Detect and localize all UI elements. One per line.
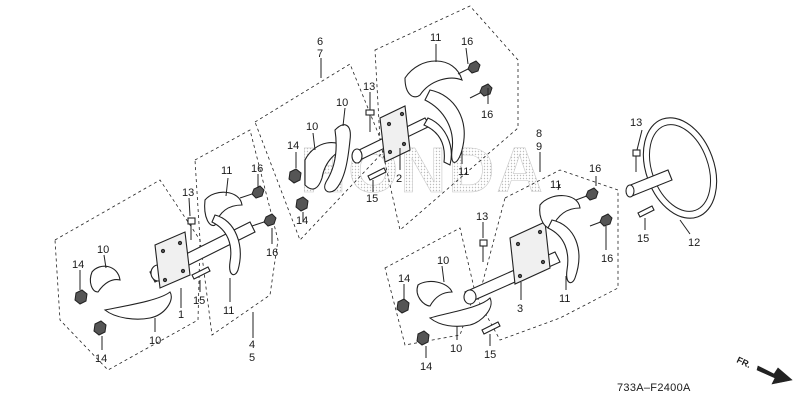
- nut-14-d: [93, 320, 107, 336]
- callout-14-lower-right-b: 14: [420, 361, 432, 373]
- callout-1: 1: [178, 309, 184, 321]
- front-label: FR.: [735, 355, 752, 370]
- tine-11-upper-c: [423, 117, 452, 166]
- shaft-end-upper: [351, 148, 363, 164]
- callout-14-lower-left-b: 14: [95, 353, 107, 365]
- pin-15-lower-right: [481, 321, 501, 335]
- bolt-16-upper-a: [457, 60, 481, 75]
- callout-11-upper-a: 11: [430, 32, 441, 44]
- callout-16-lower-right-a: 16: [589, 163, 601, 175]
- callout-16-lower-left-b: 16: [266, 247, 278, 259]
- callout-10-lower-right-a: 10: [437, 255, 449, 267]
- callout-10-upper-b: 10: [306, 121, 318, 133]
- callout-15-lower-left: 15: [193, 295, 205, 307]
- callout-13-upper: 13: [363, 81, 375, 93]
- pin-15-disc: [637, 205, 655, 218]
- bolt-13-lower-left: [187, 217, 196, 225]
- callout-10-lower-left-b: 10: [149, 335, 161, 347]
- bolt-16-lower-left-a: [239, 185, 265, 199]
- callout-16-lower-right-b: 16: [601, 253, 613, 265]
- bolt-13-disc: [632, 149, 641, 157]
- side-disc-assembly: [625, 117, 718, 219]
- callout-11-lower-left-b: 11: [223, 305, 234, 317]
- callout-14-lower-left-a: 14: [72, 259, 84, 271]
- callout-15-disc: 15: [637, 233, 649, 245]
- callout-12: 12: [688, 237, 700, 249]
- callout-14-upper-a: 14: [287, 140, 299, 152]
- upper-middle-assembly: [288, 105, 431, 212]
- tine-11-lower-right-b: [547, 219, 580, 284]
- outline-lower-left-blades: [194, 129, 279, 336]
- bolt-16-upper-b: [469, 83, 493, 99]
- leader-lines: [79, 44, 691, 358]
- callout-2: 2: [396, 173, 402, 185]
- callout-10-lower-left-a: 10: [97, 244, 109, 256]
- nut-14-c: [74, 289, 88, 305]
- callout-16-upper-b: 16: [481, 109, 493, 121]
- nut-14-f: [416, 330, 430, 346]
- callout-8: 8: [536, 128, 542, 140]
- callout-16-upper-a: 16: [461, 36, 473, 48]
- bolt-13-lower-right: [479, 239, 488, 247]
- tine-10-lower-right-a: [416, 280, 453, 307]
- tine-11-upper-a: [404, 60, 463, 98]
- front-direction-marker: FR.: [735, 355, 793, 385]
- tine-10-lower-right-b: [428, 297, 492, 327]
- callout-14-lower-right-a: 14: [398, 273, 410, 285]
- nut-14-b: [295, 196, 309, 212]
- diagram-code: 733A–F2400A: [617, 382, 691, 394]
- bolt-13-upper: [365, 109, 375, 116]
- callout-9: 9: [536, 141, 542, 153]
- callout-15-lower-right: 15: [484, 349, 496, 361]
- shaft-end-lower-right: [463, 289, 477, 305]
- bolt-16-lower-right-a: [575, 187, 599, 201]
- tine-upper-left-a: [304, 142, 346, 190]
- tine-11-lower-left-b: [211, 214, 241, 276]
- upper-right-assembly: [404, 60, 493, 166]
- callout-5: 5: [249, 352, 255, 364]
- callout-11-upper-b: 11: [458, 166, 469, 178]
- callout-14-upper-b: 14: [296, 215, 308, 227]
- tine-upper-left-b: [324, 124, 351, 193]
- callout-6: 6: [317, 36, 323, 48]
- tine-11-upper-b: [424, 89, 465, 163]
- callout-13-lower-right: 13: [476, 211, 488, 223]
- callout-13-lower-left: 13: [182, 187, 194, 199]
- callout-13-disc: 13: [630, 117, 642, 129]
- tine-11-lower-right-a: [539, 195, 581, 229]
- callout-4: 4: [249, 339, 255, 351]
- nut-14-a: [288, 168, 302, 184]
- callout-15-upper: 15: [366, 193, 378, 205]
- pin-15-upper: [367, 167, 387, 181]
- callout-labels: 6 7 11 16 16 13 10 10 14 14 2 15 11 8 9 …: [72, 32, 700, 373]
- callout-16-lower-left-a: 16: [251, 163, 263, 175]
- callout-10-upper-a: 10: [336, 97, 348, 109]
- bolt-16-lower-left-b: [251, 213, 277, 227]
- flange-plate-upper: [379, 105, 411, 163]
- callout-3: 3: [517, 303, 523, 315]
- outline-lower-left-tines: [54, 179, 201, 371]
- outline-lower-right-blades: [477, 169, 619, 341]
- outline-lower-right-tines: [384, 227, 476, 346]
- callout-10-lower-right-b: 10: [450, 343, 462, 355]
- lower-left-assembly: [74, 185, 277, 336]
- tine-10-lower-left-b: [103, 291, 172, 320]
- flange-plate-lower-right: [509, 221, 551, 285]
- nut-14-e: [396, 298, 410, 314]
- pin-15-lower-left: [191, 266, 211, 280]
- flange-plate-lower-left: [154, 231, 191, 289]
- callout-11-lower-left-a: 11: [221, 165, 232, 177]
- lower-right-assembly: [396, 187, 613, 346]
- callout-11-lower-right-a: 11: [550, 179, 561, 191]
- callout-11-lower-right-b: 11: [559, 293, 570, 305]
- tine-10-lower-left-a: [89, 265, 121, 293]
- callout-7: 7: [317, 48, 323, 60]
- bolt-16-lower-right-b: [589, 213, 613, 227]
- front-arrow-icon: [756, 365, 793, 385]
